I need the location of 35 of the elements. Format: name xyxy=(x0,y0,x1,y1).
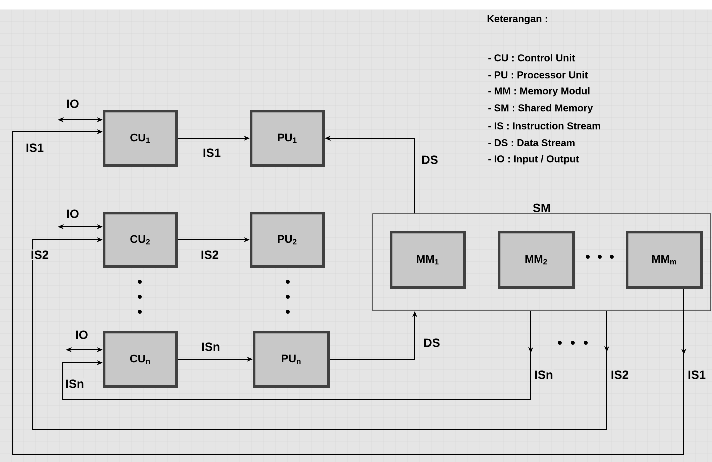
unit-box: MM$_{1}$ xyxy=(390,230,466,289)
unit-box: MM$_{m}$ xyxy=(626,230,703,289)
edge-label: DS xyxy=(420,154,440,166)
legend-text: - IO : Input / Output xyxy=(488,155,580,165)
legend-text: - DS : Data Stream xyxy=(488,139,575,147)
unit-box: MM$_{2}$ xyxy=(498,230,575,289)
edge-label: IO xyxy=(66,208,80,220)
edge-label: DS xyxy=(422,338,442,348)
edge-label: ISn xyxy=(534,370,554,380)
legend-text: - PU : Processor Unit xyxy=(488,71,588,79)
arrow xyxy=(62,310,534,400)
unit-box: PU$_{n}$ xyxy=(253,331,330,388)
unit-box: PU$_{1}$ xyxy=(250,110,325,167)
edge-label: IS1 xyxy=(202,148,222,158)
stream-label: IS1 xyxy=(25,142,46,154)
legend-text: - SM : Shared Memory xyxy=(488,104,594,114)
arrow xyxy=(12,129,687,456)
edge-label: IS2 xyxy=(200,250,220,260)
legend-title: Keterangan : xyxy=(488,16,548,24)
arrow xyxy=(32,237,610,430)
stream-label: IS2 xyxy=(30,250,50,260)
legend-text: - IS : Instruction Stream xyxy=(488,122,600,130)
edge-label: IO xyxy=(66,98,80,110)
unit-box: CU$_{1}$ xyxy=(103,110,178,167)
unit-box: CU$_{2}$ xyxy=(103,212,178,268)
stream-label: ISn xyxy=(64,378,86,390)
edge-label: ISn xyxy=(200,342,222,352)
edge-label: IS2 xyxy=(610,370,630,380)
unit-box: PU$_{2}$ xyxy=(250,212,325,268)
edge-label: IS1 xyxy=(687,370,707,380)
legend-text: - CU : Control Unit xyxy=(488,54,576,62)
edge-label: IO xyxy=(74,330,90,340)
node-label: SM xyxy=(533,204,550,212)
unit-box: CU$_{n}$ xyxy=(103,331,178,388)
legend-text: - MM : Memory Modul xyxy=(488,87,590,97)
